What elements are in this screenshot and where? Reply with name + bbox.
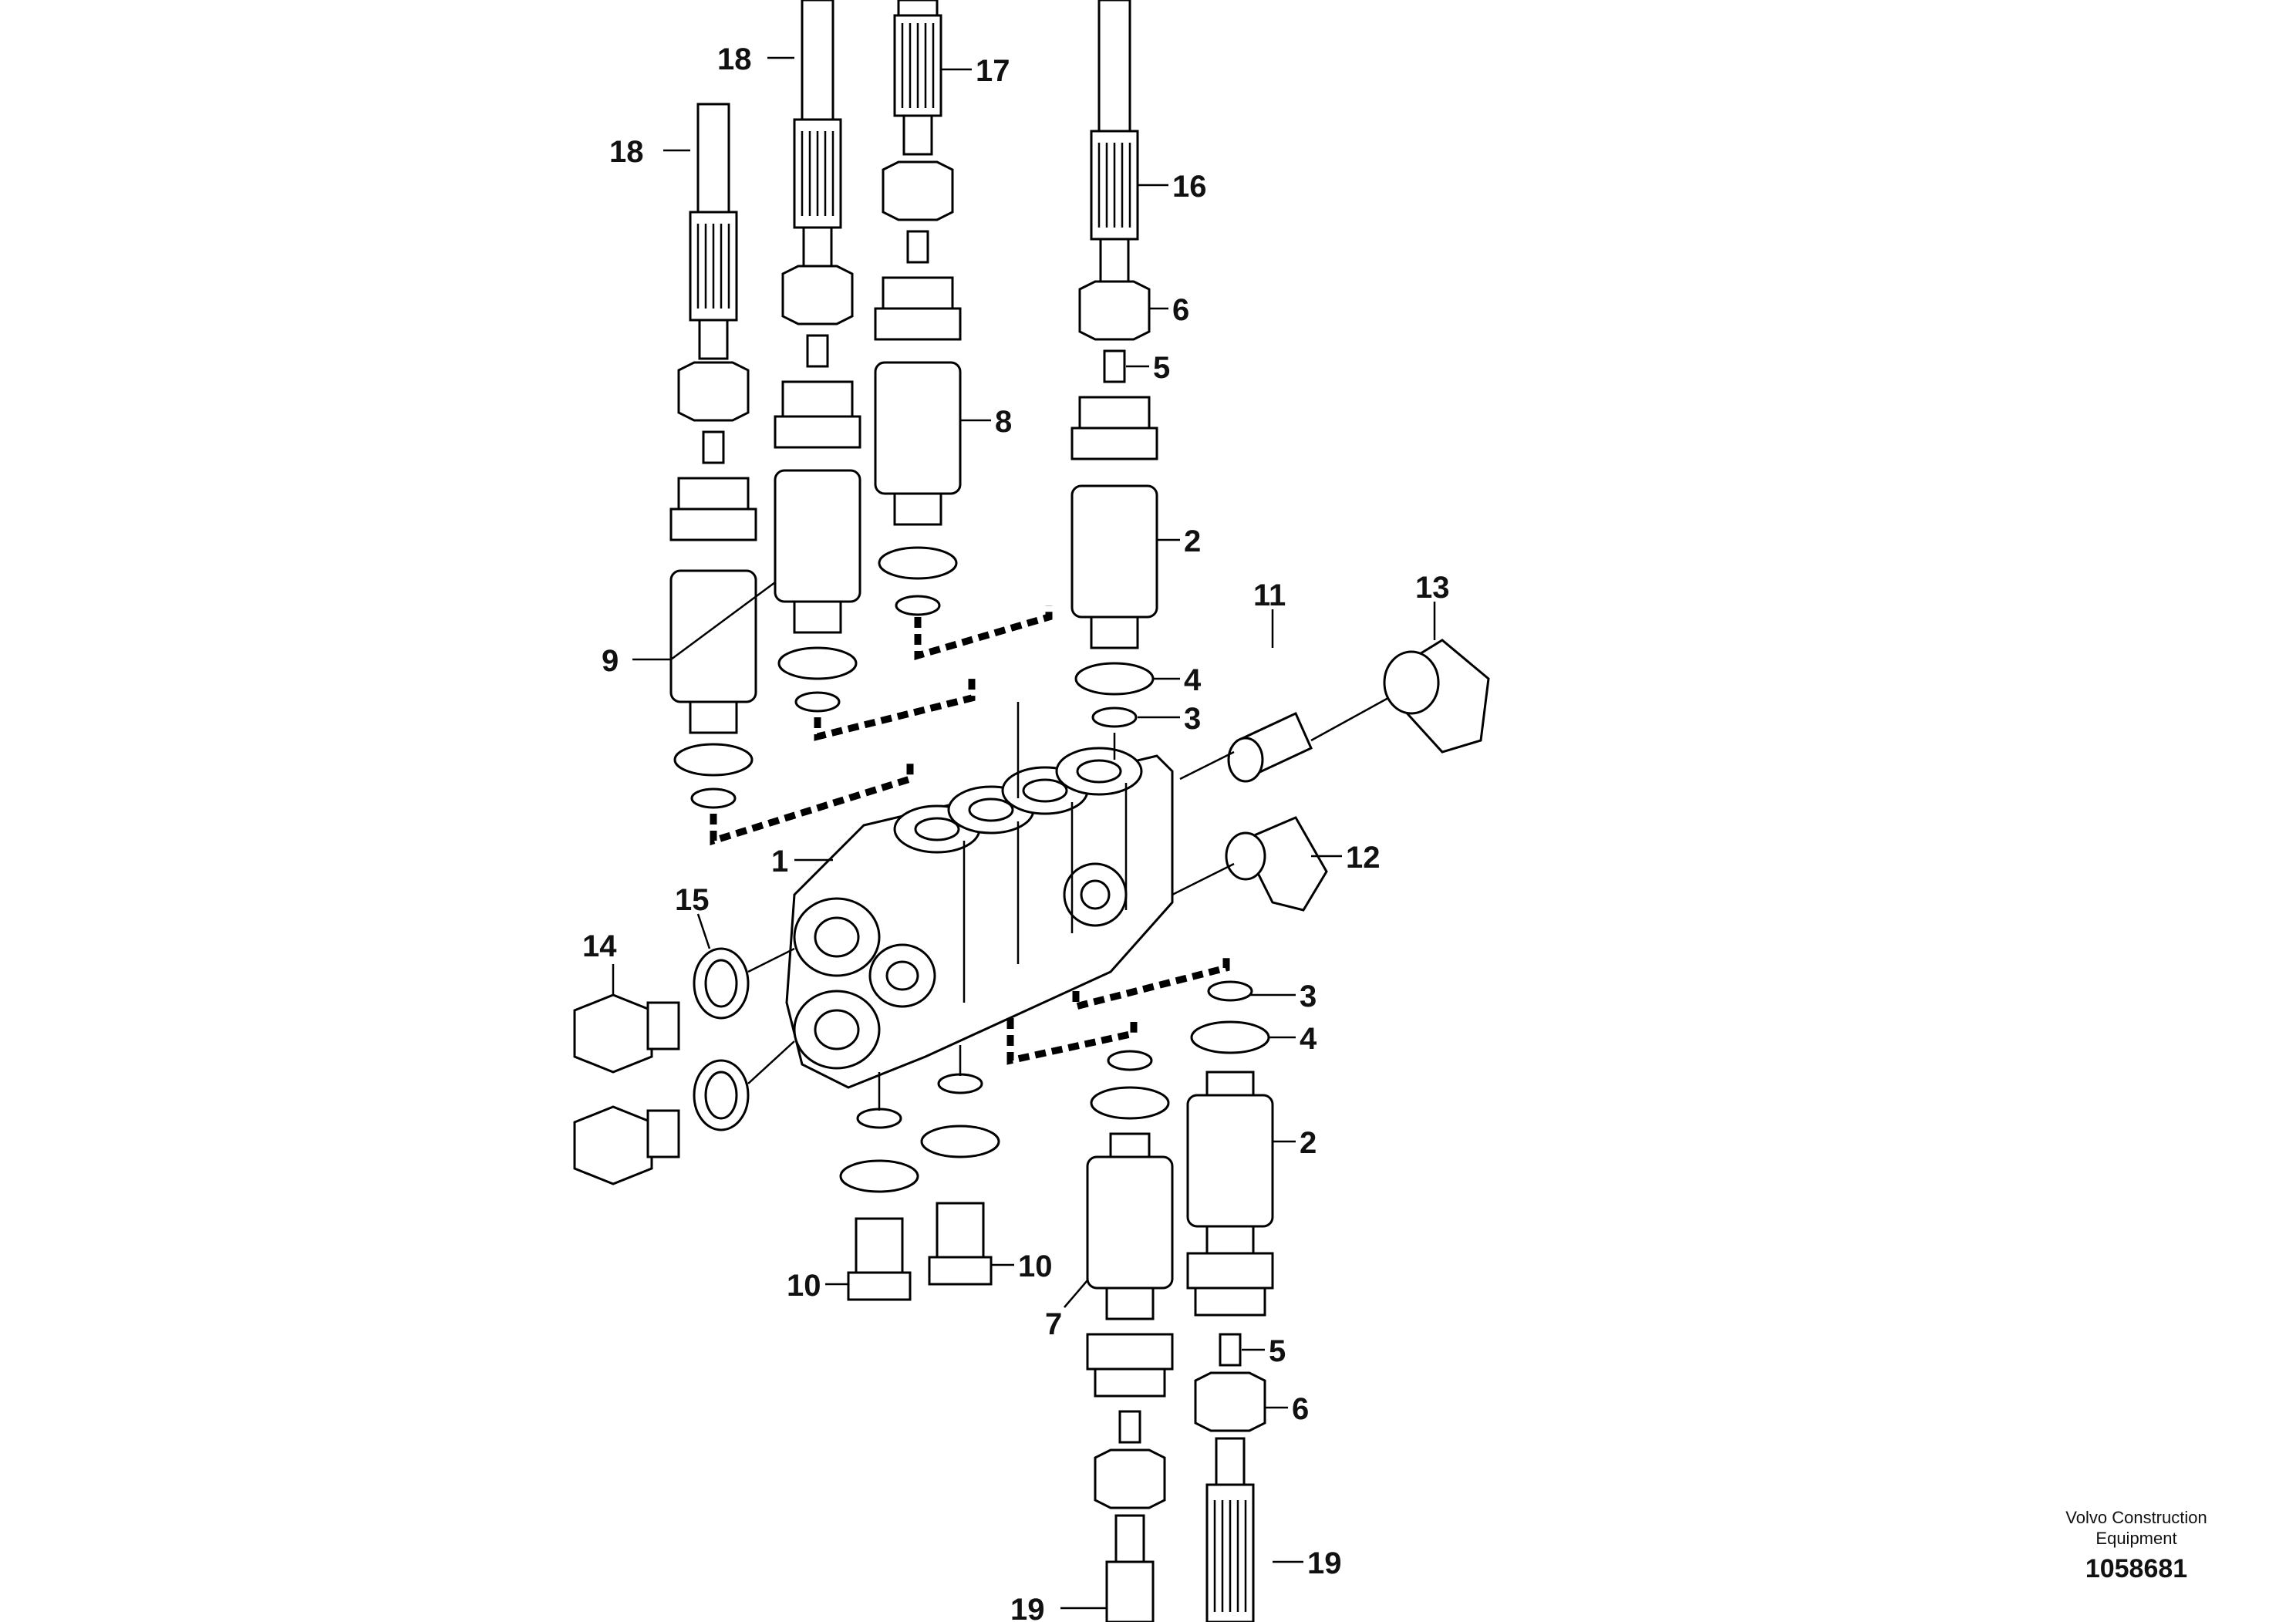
callout-17: 17 — [976, 54, 1010, 88]
callout-5-bottom: 5 — [1269, 1334, 1286, 1368]
lower-plugs — [839, 1045, 1000, 1301]
callout-14: 14 — [582, 929, 617, 963]
callout-8: 8 — [995, 405, 1012, 439]
credit-line-1: Volvo Construction — [2065, 1508, 2207, 1527]
upper-column-d — [1070, 0, 1158, 728]
callout-11: 11 — [1253, 578, 1286, 612]
document-number: 1058681 — [2085, 1554, 2187, 1583]
upper-column-c — [874, 0, 962, 616]
callout-5-top: 5 — [1153, 351, 1170, 385]
callout-10-left: 10 — [787, 1269, 821, 1303]
lower-column-f — [1186, 980, 1274, 1622]
callout-13: 13 — [1415, 571, 1450, 605]
lower-column-e — [1086, 1050, 1174, 1622]
side-plugs — [573, 947, 795, 1185]
leader-lines — [612, 56, 1436, 1610]
credit-line-2: Equipment — [2095, 1529, 2176, 1548]
callout-7: 7 — [1045, 1307, 1062, 1341]
callout-1: 1 — [771, 845, 788, 878]
callout-4-top: 4 — [1184, 663, 1202, 697]
callout-6-top: 6 — [1172, 293, 1189, 327]
callout-19-left: 19 — [1010, 1593, 1045, 1622]
callout-18-right: 18 — [717, 42, 752, 76]
callout-2-top: 2 — [1184, 524, 1201, 558]
upper-column-a — [669, 103, 757, 809]
assembly-dashed-lines — [710, 605, 1230, 1065]
valve-block — [785, 747, 1174, 1089]
callout-9: 9 — [602, 644, 619, 678]
callout-labels: 18 18 17 16 6 5 8 2 4 3 13 11 12 9 1 15 … — [582, 42, 1450, 1622]
upper-column-b — [774, 0, 861, 713]
side-fittings — [1172, 639, 1490, 912]
callout-19-right: 19 — [1307, 1546, 1342, 1580]
callout-15: 15 — [675, 883, 710, 917]
callout-4-bottom: 4 — [1300, 1022, 1317, 1056]
credit-block: Volvo Construction Equipment 1058681 — [2065, 1508, 2207, 1583]
callout-18-left: 18 — [609, 135, 644, 169]
callout-16: 16 — [1172, 170, 1207, 204]
callout-3-bottom: 3 — [1300, 980, 1317, 1013]
callout-6-bottom: 6 — [1292, 1392, 1309, 1426]
callout-2-bottom: 2 — [1300, 1126, 1317, 1160]
callout-12: 12 — [1346, 841, 1381, 875]
callout-3-top: 3 — [1184, 702, 1201, 736]
callout-10-right: 10 — [1018, 1249, 1053, 1283]
